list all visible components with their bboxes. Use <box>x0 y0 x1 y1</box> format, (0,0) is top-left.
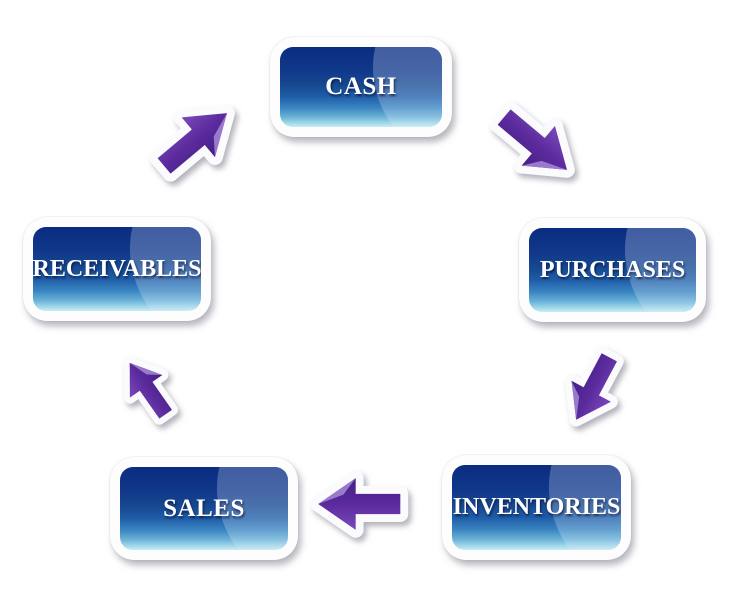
node-receivables: RECEIVABLES <box>23 217 211 321</box>
node-cash: CASH <box>270 37 452 137</box>
arrow-receivables-to-cash-icon <box>140 88 250 192</box>
node-cash-face: CASH <box>280 47 442 127</box>
arrow-cash-to-purchases-icon <box>478 90 592 195</box>
node-purchases-label: PURCHASES <box>539 256 686 283</box>
node-inventories-face: INVENTORIES <box>452 465 621 550</box>
node-sales-face: SALES <box>120 467 288 550</box>
node-receivables-face: RECEIVABLES <box>33 227 201 311</box>
node-purchases: PURCHASES <box>519 218 706 322</box>
arrow-purchases-to-inventories-icon <box>548 333 638 443</box>
node-sales: SALES <box>110 457 298 560</box>
arrow-sales-to-receivables-icon <box>106 343 190 435</box>
node-purchases-face: PURCHASES <box>529 228 696 312</box>
arrow-inventories-to-sales-icon <box>310 464 410 544</box>
node-receivables-label: RECEIVABLES <box>33 255 201 282</box>
node-cash-label: CASH <box>325 73 397 100</box>
node-inventories-label: INVENTORIES <box>452 494 621 520</box>
node-inventories: INVENTORIES <box>442 455 631 560</box>
node-sales-label: SALES <box>163 494 245 522</box>
